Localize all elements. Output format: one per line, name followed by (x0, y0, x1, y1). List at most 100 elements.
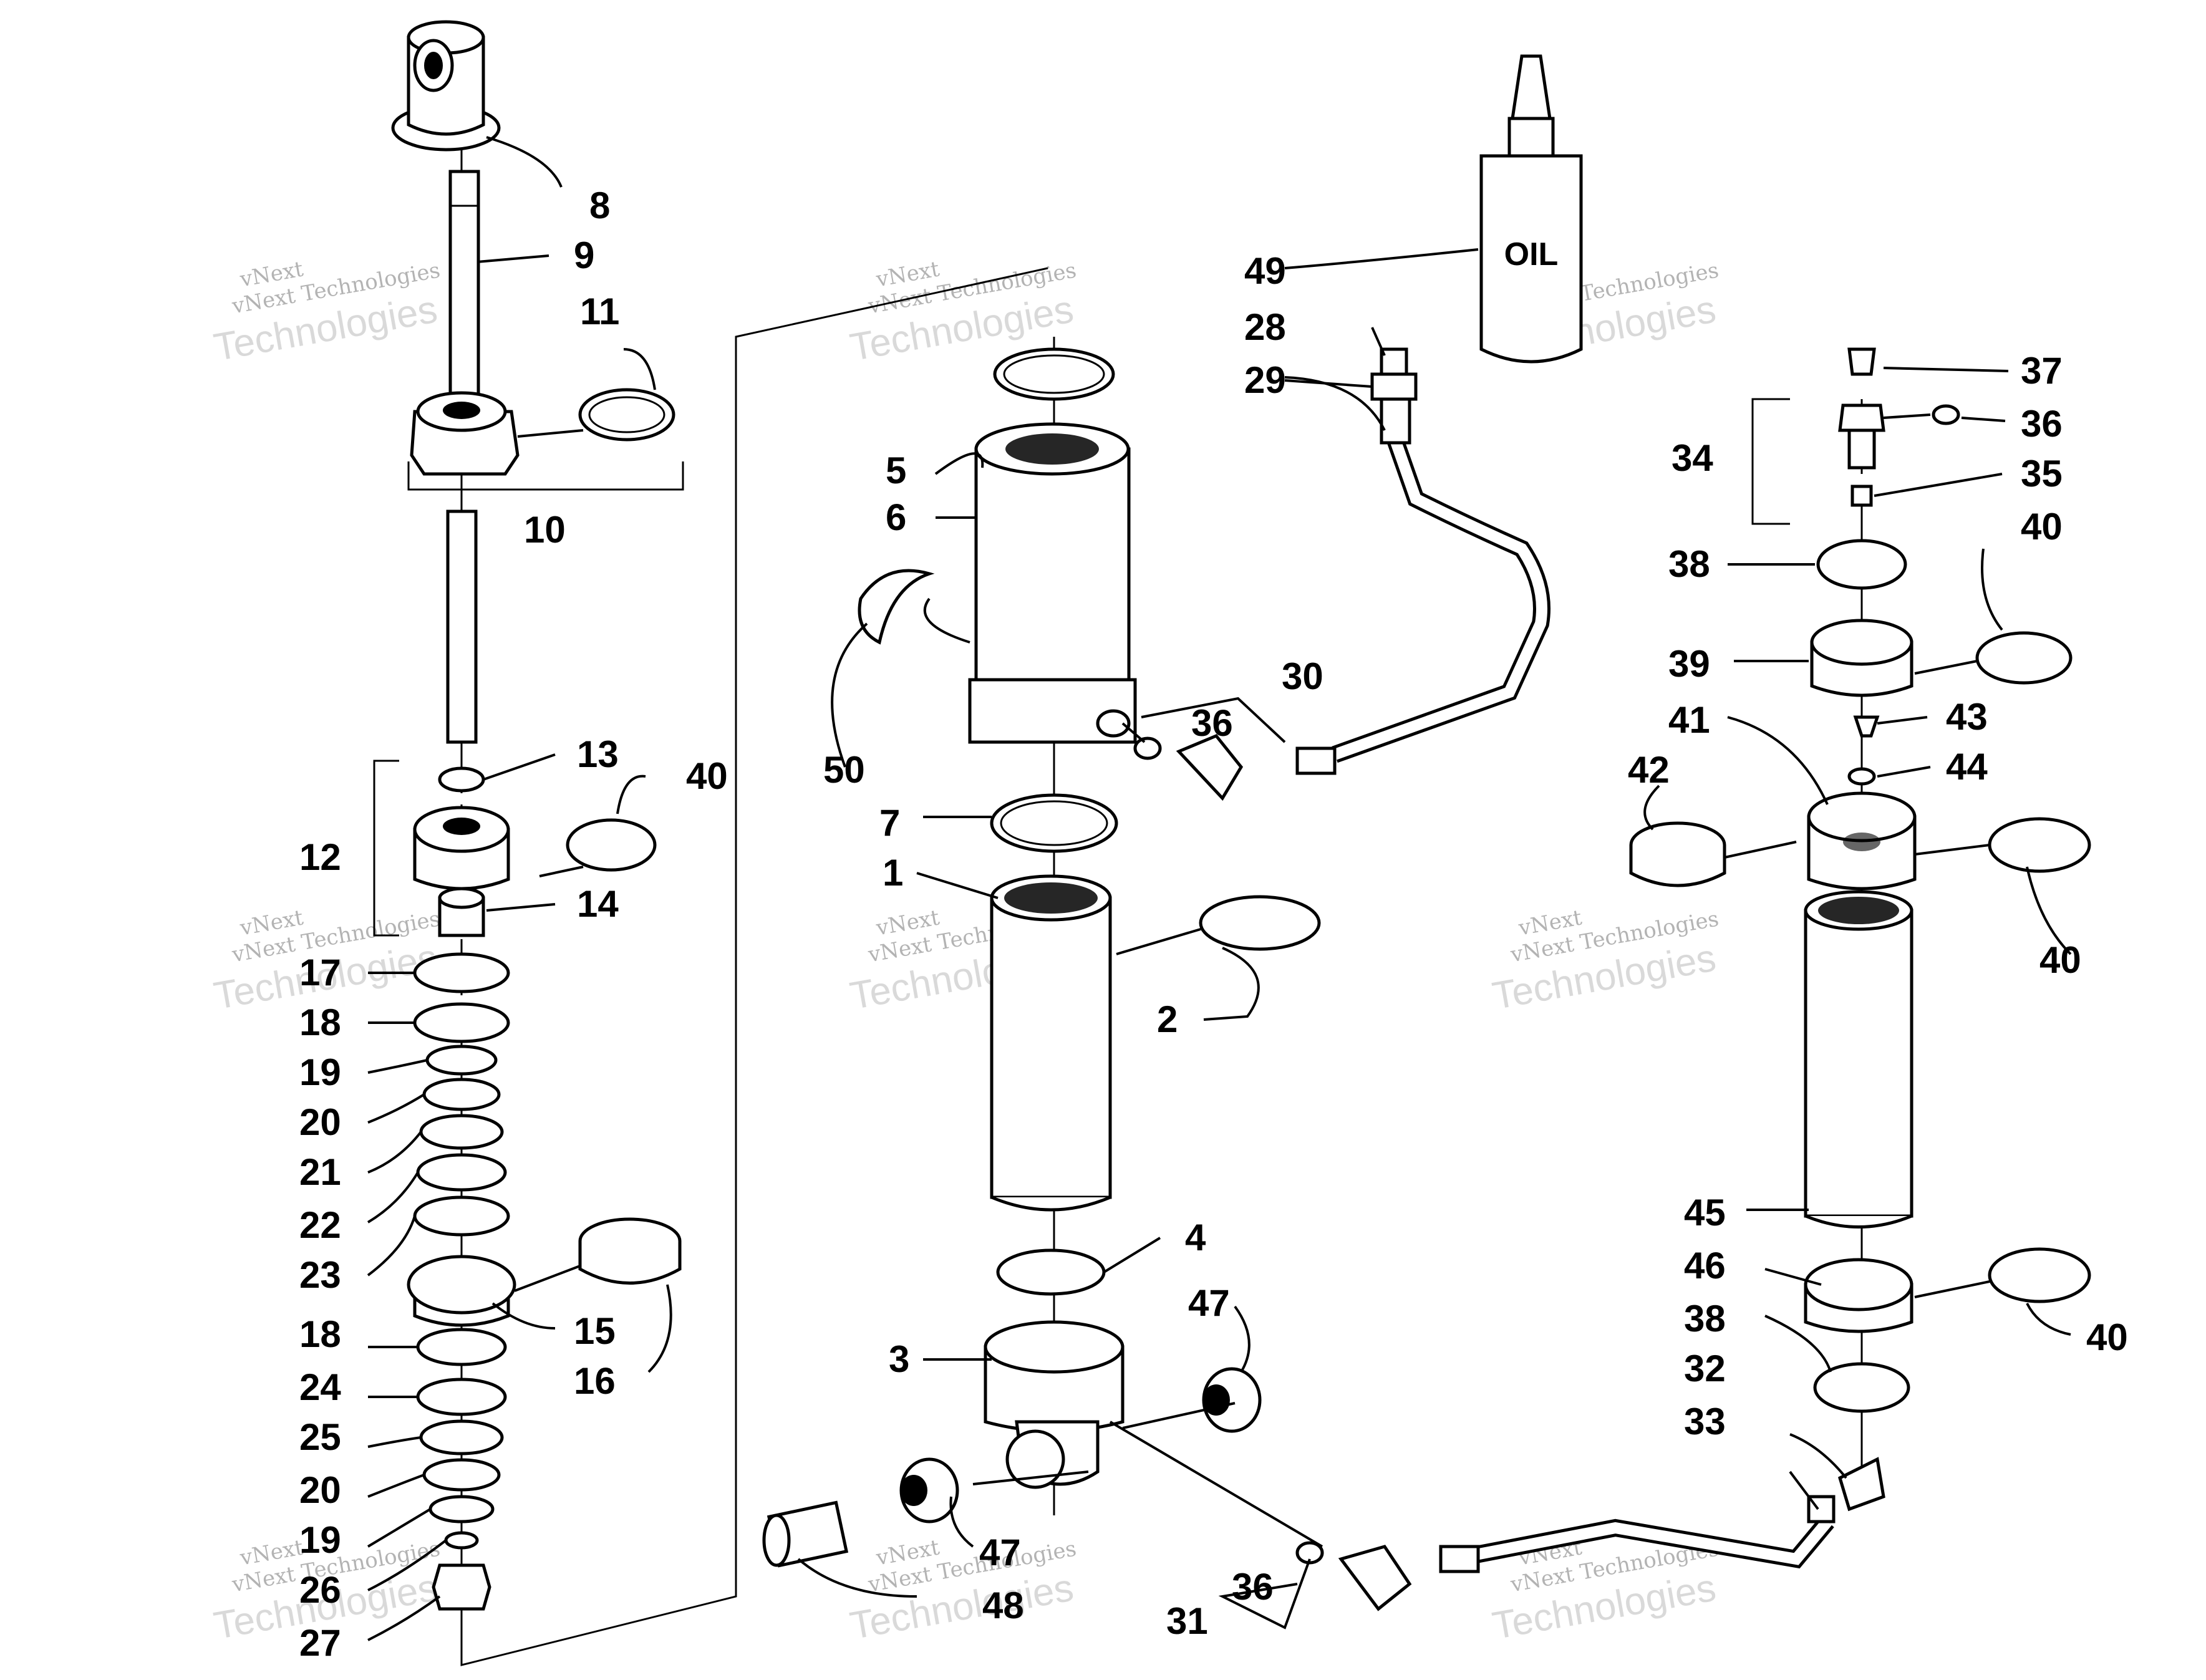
callout-42: 42 (1628, 749, 1670, 791)
part-40-ring-c (1988, 817, 2091, 873)
part-43-screw (1853, 715, 1880, 738)
hoses (1332, 433, 1834, 1569)
shim-stack (413, 952, 510, 1237)
part-35-core (1850, 485, 1873, 507)
part-36-oring-lower (1295, 1541, 1324, 1565)
part-16-band (578, 1217, 682, 1285)
part-28-valve (1370, 347, 1418, 401)
callout-34: 34 (1671, 437, 1713, 479)
callout-19-b: 19 (299, 1519, 341, 1561)
part-7-ring (990, 793, 1118, 853)
callout-19-a: 19 (299, 1051, 341, 1093)
callout-4: 4 (1185, 1217, 1206, 1258)
part-38-snapring-upper (1816, 539, 1907, 590)
callout-48: 48 (982, 1585, 1024, 1626)
callout-6: 6 (886, 496, 906, 538)
callout-32: 32 (1684, 1348, 1726, 1389)
part-36-elbow-upper (1176, 733, 1244, 801)
callout-43: 43 (1946, 696, 1988, 738)
part-29-fitting (1380, 397, 1411, 445)
callout-25: 25 (299, 1416, 341, 1458)
callout-28: 28 (1244, 306, 1286, 348)
callout-1: 1 (883, 852, 903, 894)
part-36-oring-right (1932, 404, 1960, 425)
callout-39: 39 (1668, 643, 1710, 685)
callout-35: 35 (2021, 453, 2063, 495)
part-45-reservoir (1804, 890, 1913, 1229)
callout-40-d: 40 (2086, 1316, 2128, 1358)
part-31-elbow-lower (1338, 1545, 1412, 1611)
part-27-nut (432, 1563, 491, 1611)
shaft-assembly (373, 20, 684, 1611)
part-32-elbow (1838, 1457, 1885, 1512)
callout-36-b: 36 (1232, 1566, 1274, 1608)
callout-50: 50 (823, 749, 865, 791)
callout-27: 27 (299, 1622, 341, 1664)
part-9-shaft (448, 170, 480, 404)
part-47-bushing-left (899, 1457, 959, 1523)
callout-41: 41 (1668, 699, 1710, 741)
callout-49: 49 (1244, 250, 1286, 292)
part-42-band (1629, 821, 1726, 887)
part-46-end-cap (1804, 1258, 1913, 1333)
part-fitting-lower (1439, 1545, 1480, 1573)
callout-29: 29 (1244, 359, 1286, 401)
body-assembly (762, 347, 1321, 1568)
reservoir-assembly (1629, 347, 2091, 1413)
callout-36-a: 36 (1191, 702, 1233, 744)
part-12-piston-cap (413, 806, 510, 891)
part-fitting-upper (1295, 746, 1337, 775)
callout-44: 44 (1946, 746, 1988, 788)
part-10-seal-head (410, 391, 520, 476)
callout-26: 26 (299, 1569, 341, 1611)
callout-11: 11 (580, 291, 619, 332)
callout-3: 3 (889, 1338, 909, 1380)
callout-40-c: 40 (2039, 939, 2081, 981)
part-2-snapring (1199, 895, 1321, 951)
part-1-cylinder (990, 874, 1112, 1212)
part-14-bushing (438, 887, 485, 937)
callout-40-b: 40 (2021, 506, 2063, 548)
callout-7: 7 (879, 802, 900, 844)
part-5-ring (993, 347, 1115, 401)
callout-9: 9 (574, 234, 594, 276)
part-41-piston (1807, 791, 1917, 891)
part-50-clip (858, 569, 935, 645)
part-40-ring-d (1988, 1247, 2091, 1303)
callout-31: 31 (1166, 1600, 1208, 1642)
callout-10: 10 (524, 509, 566, 551)
callout-20-b: 20 (299, 1469, 341, 1511)
leader-lines (367, 136, 2072, 1641)
callouts: 8 9 11 10 13 40 12 14 17 18 19 20 21 22 … (299, 185, 2128, 1664)
callout-18-a: 18 (299, 1002, 341, 1043)
part-lower-shaft (446, 509, 478, 744)
part-15-piston (407, 1255, 516, 1327)
callout-15: 15 (574, 1310, 616, 1352)
axis-lines (460, 131, 1863, 1666)
callout-38-b: 38 (1684, 1298, 1726, 1340)
oil-label: OIL (1504, 236, 1559, 273)
part-37-screw (1847, 347, 1876, 376)
part-40-ring-a (566, 818, 657, 872)
part-38-snapring-lower (1813, 1362, 1910, 1413)
part-11-oring (578, 388, 675, 442)
fittings (1133, 347, 1885, 1611)
callout-46: 46 (1684, 1245, 1726, 1287)
callout-38-a: 38 (1668, 543, 1710, 585)
callout-47-b: 47 (979, 1532, 1021, 1573)
callout-16: 16 (574, 1360, 616, 1402)
callout-23: 23 (299, 1254, 341, 1296)
callout-47-a: 47 (1188, 1282, 1230, 1324)
callout-14: 14 (577, 883, 619, 925)
callout-40-a: 40 (686, 755, 728, 797)
part-39-cap (1810, 619, 1913, 697)
part-6-threaded-body (968, 422, 1137, 744)
callout-30: 30 (1282, 655, 1323, 697)
callout-36-c: 36 (2021, 403, 2063, 445)
callout-5: 5 (886, 450, 906, 491)
part-34-valve-body (1838, 403, 1885, 432)
callout-18-b: 18 (299, 1313, 341, 1355)
part-36-oring-upper (1133, 736, 1162, 760)
part-8-eyelet (391, 20, 501, 152)
